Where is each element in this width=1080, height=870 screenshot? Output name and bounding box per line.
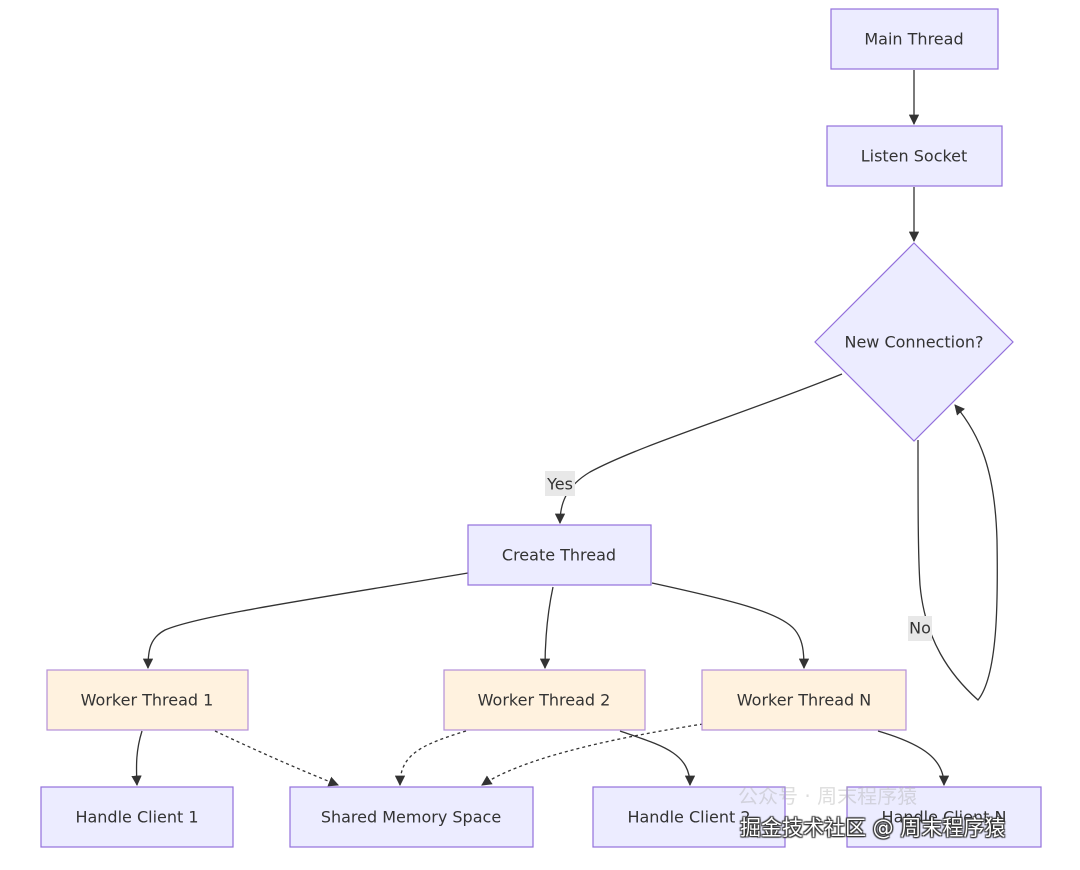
watermark-ghost: 公众号 · 周末程序猿 <box>738 784 918 808</box>
edges <box>131 70 998 787</box>
edge-create-to-worker2 <box>539 586 554 670</box>
edge-label-no: No <box>908 616 932 641</box>
edge-label-yes-text: Yes <box>546 475 573 494</box>
edge-create-to-workern <box>651 582 810 670</box>
edge-worker2-to-client2 <box>619 730 696 787</box>
node-worker-thread-n[interactable]: Worker Thread N <box>701 669 907 731</box>
edge-create-to-worker1 <box>142 572 469 670</box>
node-create-thread-label: Create Thread <box>502 546 616 565</box>
edge-workern-to-shared <box>481 723 704 786</box>
node-new-connection-label: New Connection? <box>844 333 983 352</box>
edge-worker2-to-shared <box>394 730 467 787</box>
node-shared-memory-space-label: Shared Memory Space <box>321 808 501 827</box>
node-worker-thread-2-label: Worker Thread 2 <box>478 691 611 710</box>
edge-decision-no-loop <box>917 404 998 701</box>
node-handle-client-1-label: Handle Client 1 <box>75 808 198 827</box>
node-handle-client-n[interactable]: Handle Client N <box>846 786 1042 848</box>
node-main-thread[interactable]: Main Thread <box>830 8 999 70</box>
node-handle-client-1[interactable]: Handle Client 1 <box>40 786 234 848</box>
node-handle-client-2[interactable]: Handle Client 2 <box>592 786 786 848</box>
edge-worker1-to-client1 <box>131 730 143 787</box>
node-worker-thread-2[interactable]: Worker Thread 2 <box>443 669 646 731</box>
node-worker-thread-n-label: Worker Thread N <box>737 691 871 710</box>
edge-workern-to-clientn <box>877 730 950 787</box>
node-main-thread-label: Main Thread <box>864 30 963 49</box>
node-worker-thread-1-label: Worker Thread 1 <box>81 691 214 710</box>
edge-decision-yes-to-create <box>554 373 843 525</box>
node-handle-client-n-label: Handle Client N <box>882 808 1007 827</box>
node-new-connection-decision[interactable]: New Connection? <box>814 242 1014 442</box>
node-listen-socket-label: Listen Socket <box>861 147 968 166</box>
node-worker-thread-1[interactable]: Worker Thread 1 <box>46 669 249 731</box>
node-create-thread[interactable]: Create Thread <box>467 524 652 586</box>
node-handle-client-2-label: Handle Client 2 <box>627 808 750 827</box>
node-shared-memory-space[interactable]: Shared Memory Space <box>289 786 534 848</box>
watermark: 掘金技术社区 @ 周末程序猿 <box>740 816 1006 840</box>
node-listen-socket[interactable]: Listen Socket <box>826 125 1003 187</box>
edge-label-no-text: No <box>909 619 931 638</box>
edge-label-yes: Yes <box>545 471 575 496</box>
edge-worker1-to-shared <box>214 730 339 787</box>
